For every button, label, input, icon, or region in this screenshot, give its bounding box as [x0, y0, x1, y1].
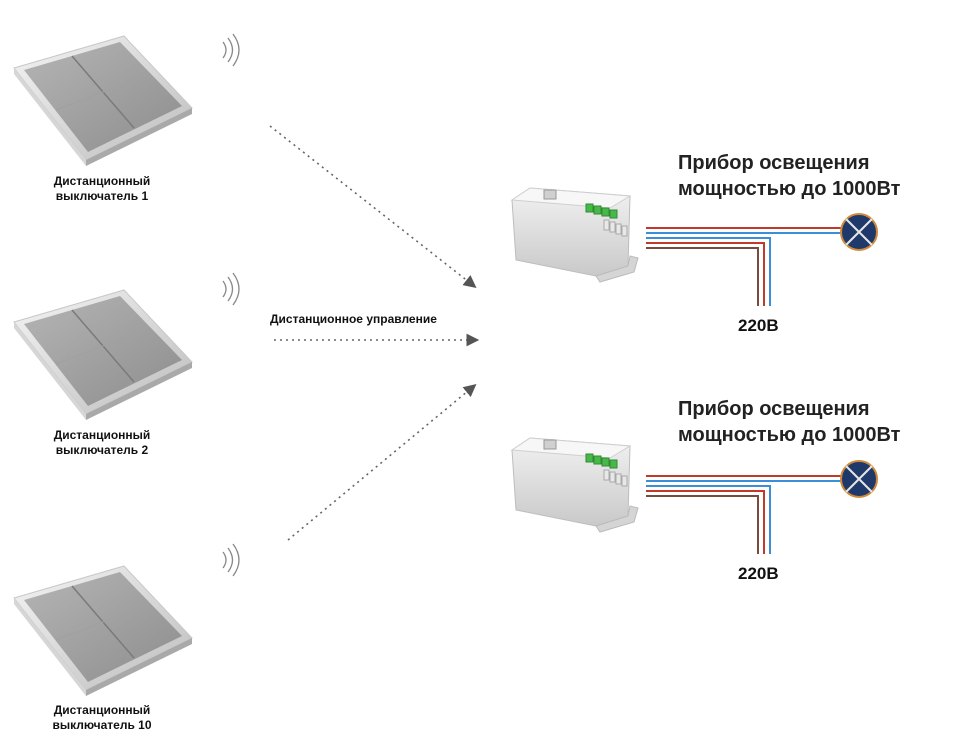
switch-1-label: Дистанционный выключатель 1 [22, 174, 182, 204]
remote-switch-2 [13, 289, 193, 420]
lighting-device-title-2: Прибор освещения мощностью до 1000Вт [678, 396, 900, 448]
switch-2-label-line1: Дистанционный [53, 428, 151, 442]
switch-10-label-line2: выключатель 10 [52, 718, 152, 732]
voltage-label-2: 220В [738, 564, 779, 583]
switch-10-label-line1: Дистанционный [53, 703, 151, 717]
wires-1 [646, 227, 842, 306]
signal-arrow-10 [287, 383, 477, 541]
signal-wave-icon [222, 543, 240, 577]
switch-1-label-line2: выключатель 1 [55, 189, 149, 203]
signal-arrow-1 [269, 125, 477, 288]
switch-2-label: Дистанционный выключатель 2 [22, 428, 182, 458]
switch-10-label: Дистанционный выключатель 10 [22, 703, 182, 733]
signal-wave-icon [222, 272, 240, 306]
lighting-device-title-1-line2: мощностью до 1000Вт [678, 178, 901, 200]
switch-1-label-line1: Дистанционный [53, 174, 151, 188]
remote-switch-1 [13, 35, 193, 166]
signal-wave-icon [222, 33, 240, 67]
lighting-device-title-1-line1: Прибор освещения [678, 152, 870, 174]
lamp-icon [840, 460, 878, 498]
remote-switch-10 [13, 565, 193, 696]
wires-2 [646, 475, 842, 554]
receiver-module-1 [510, 187, 639, 283]
lighting-device-title-2-line1: Прибор освещения [678, 398, 870, 420]
lamp-icon [840, 213, 878, 251]
lighting-device-title-2-line2: мощностью до 1000Вт [678, 424, 901, 446]
receiver-module-2 [510, 437, 639, 533]
lighting-device-title-1: Прибор освещения мощностью до 1000Вт [678, 150, 900, 202]
remote-control-label: Дистанционное управление [270, 312, 437, 326]
voltage-label-1: 220В [738, 316, 779, 335]
switch-2-label-line2: выключатель 2 [55, 443, 149, 457]
